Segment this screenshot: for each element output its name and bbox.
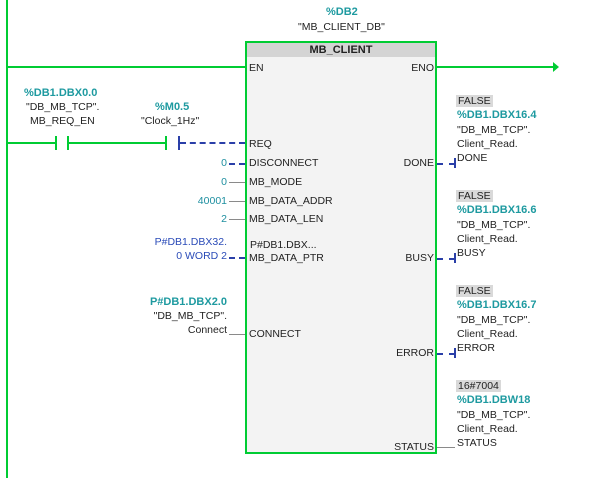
eno-power-line [437, 66, 555, 68]
mb-data-ptr-value-2[interactable]: 0 WORD 2 [176, 250, 227, 262]
en-power-line [8, 66, 245, 68]
mb-data-len-wire [229, 219, 245, 220]
contact1-right-wire [69, 142, 165, 144]
pin-error: ERROR [396, 347, 434, 359]
status-name1[interactable]: "DB_MB_TCP". [457, 409, 531, 421]
done-dashed-wire [437, 163, 455, 165]
contact2-bar-right[interactable] [178, 136, 180, 150]
mb-data-addr-value[interactable]: 40001 [197, 195, 227, 207]
instance-db-name[interactable]: "MB_CLIENT_DB" [298, 21, 385, 33]
pin-done: DONE [403, 157, 434, 169]
connect-wire [229, 334, 245, 335]
busy-address[interactable]: %DB1.DBX16.6 [457, 204, 537, 216]
contact1-name2[interactable]: MB_REQ_EN [30, 115, 95, 127]
connect-name2[interactable]: Connect [187, 324, 227, 336]
pin-connect: CONNECT [249, 328, 301, 340]
rung-end-arrow [553, 62, 559, 72]
contact1-bar-left[interactable] [55, 136, 57, 150]
contact1-name1[interactable]: "DB_MB_TCP". [26, 101, 100, 113]
pin-disconnect: DISCONNECT [249, 157, 319, 169]
connect-address[interactable]: P#DB1.DBX2.0 [149, 296, 227, 308]
pin-mb-data-ptr: MB_DATA_PTR [249, 252, 324, 264]
pin-mb-data-addr: MB_DATA_ADDR [249, 195, 333, 207]
status-name3[interactable]: STATUS [457, 437, 497, 449]
busy-name2[interactable]: Client_Read. [457, 233, 518, 245]
mb-mode-value[interactable]: 0 [221, 176, 227, 188]
done-live-value: FALSE [456, 95, 493, 107]
status-name2[interactable]: Client_Read. [457, 423, 518, 435]
error-live-value: FALSE [456, 285, 493, 297]
error-tick [454, 348, 456, 358]
mb-data-ptr-value-1[interactable]: P#DB1.DBX32. [154, 236, 227, 248]
error-address[interactable]: %DB1.DBX16.7 [457, 299, 537, 311]
pin-status: STATUS [394, 441, 434, 453]
status-wire [437, 447, 455, 448]
busy-name3[interactable]: BUSY [457, 247, 486, 259]
busy-live-value: FALSE [456, 190, 493, 202]
status-address[interactable]: %DB1.DBW18 [457, 394, 531, 406]
pin-req: REQ [249, 138, 272, 150]
left-power-rail [6, 0, 8, 478]
pin-en: EN [249, 62, 264, 74]
status-live-value: 16#7004 [456, 380, 501, 392]
mb-client-block[interactable]: MB_CLIENT P#DB1.DBX... [245, 41, 437, 454]
done-tick [454, 158, 456, 168]
req-dashed-wire [180, 142, 245, 144]
busy-tick [454, 253, 456, 263]
done-name3[interactable]: DONE [457, 152, 488, 164]
ptr-inner-value: P#DB1.DBX... [250, 239, 317, 251]
error-dashed-wire [437, 353, 455, 355]
contact1-left-wire [8, 142, 55, 144]
mb-data-len-value[interactable]: 2 [221, 213, 227, 225]
contact2-bar-left[interactable] [165, 136, 167, 150]
error-name3[interactable]: ERROR [457, 342, 495, 354]
contact2-address[interactable]: %M0.5 [155, 101, 190, 113]
busy-name1[interactable]: "DB_MB_TCP". [457, 219, 531, 231]
pin-mb-data-len: MB_DATA_LEN [249, 213, 324, 225]
contact1-address[interactable]: %DB1.DBX0.0 [24, 87, 98, 99]
pin-eno: ENO [411, 62, 434, 74]
pin-busy: BUSY [405, 252, 434, 264]
done-address[interactable]: %DB1.DBX16.4 [457, 109, 537, 121]
error-name2[interactable]: Client_Read. [457, 328, 518, 340]
mb-data-ptr-dashed-wire [229, 257, 245, 259]
mb-data-addr-wire [229, 201, 245, 202]
instance-db-address[interactable]: %DB2 [326, 6, 358, 18]
done-name1[interactable]: "DB_MB_TCP". [457, 124, 531, 136]
done-name2[interactable]: Client_Read. [457, 138, 518, 150]
mb-mode-wire [229, 182, 245, 183]
disconnect-value[interactable]: 0 [221, 157, 227, 169]
busy-dashed-wire [437, 258, 455, 260]
contact2-name1[interactable]: "Clock_1Hz" [141, 115, 200, 127]
connect-name1[interactable]: "DB_MB_TCP". [153, 310, 227, 322]
error-name1[interactable]: "DB_MB_TCP". [457, 314, 531, 326]
block-title: MB_CLIENT [247, 43, 435, 57]
pin-mb-mode: MB_MODE [249, 176, 303, 188]
contact1-bar-right[interactable] [67, 136, 69, 150]
disconnect-dashed-wire [229, 163, 245, 165]
